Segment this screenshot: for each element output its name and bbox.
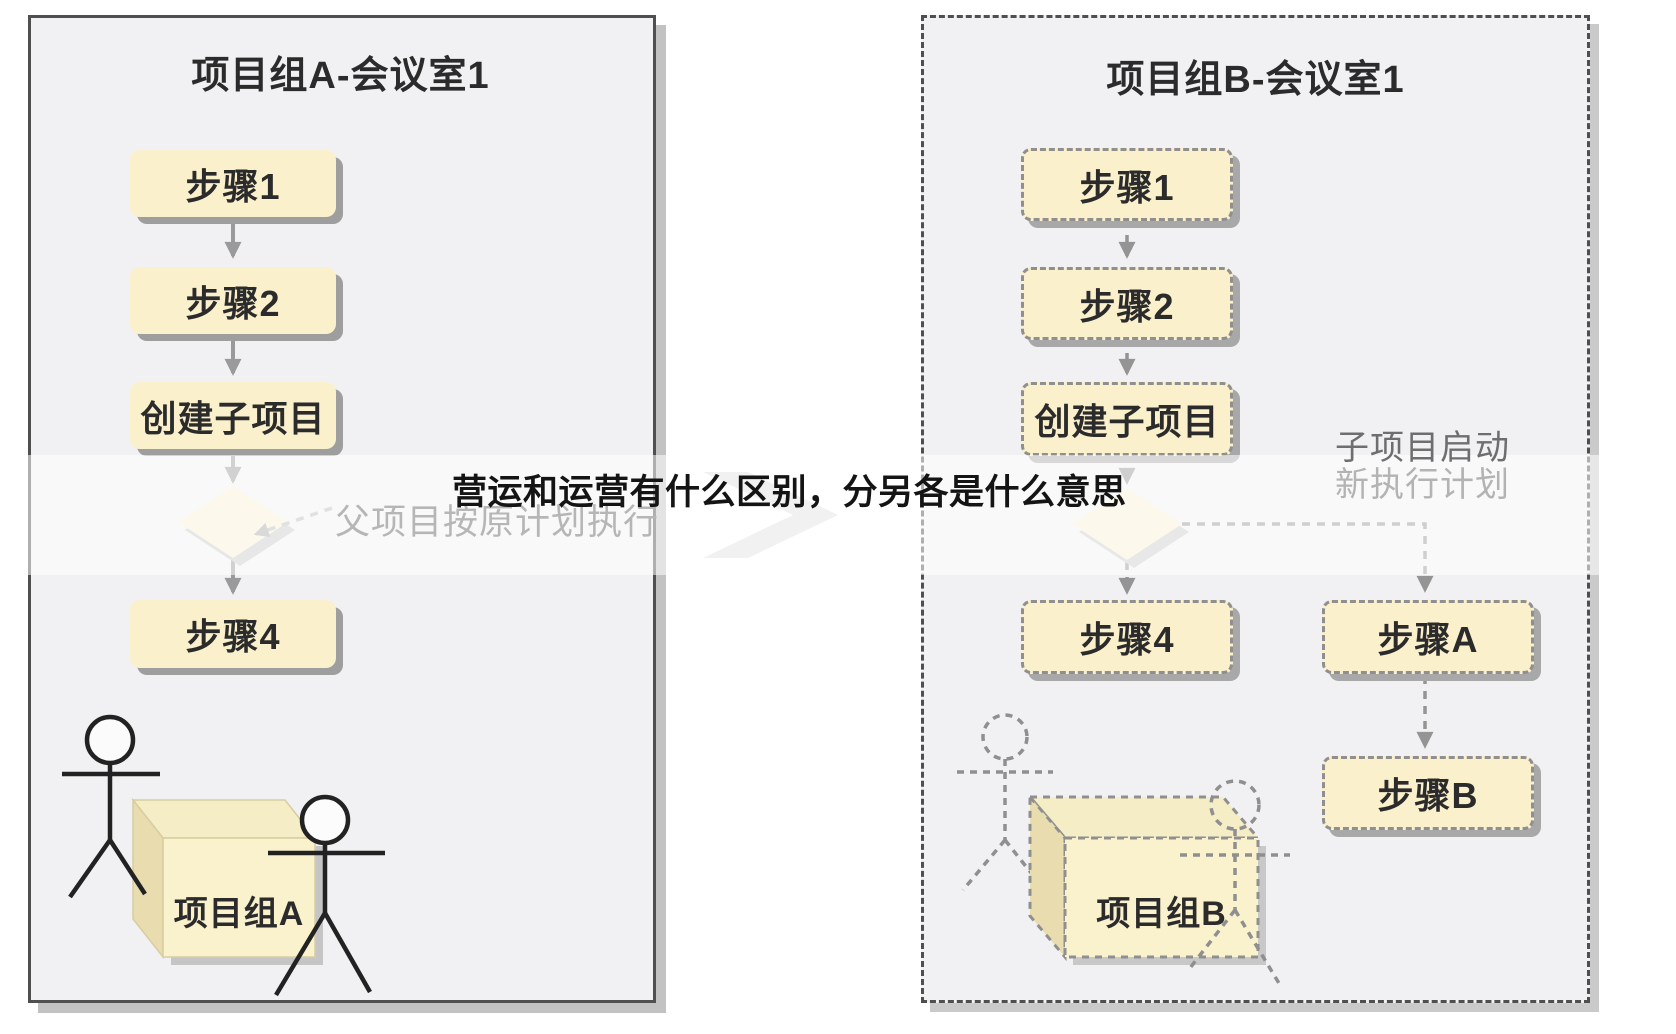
step-box-a-2: 步骤2: [130, 267, 336, 334]
branch-note-line1: 子项目启动: [1335, 429, 1510, 467]
step-box-b-B: 步骤B: [1322, 756, 1534, 830]
step-box-b-A: 步骤A: [1322, 600, 1534, 674]
step-box-b-2: 步骤2: [1021, 267, 1233, 340]
branch-note-b: 子项目启动 新执行计划: [1335, 430, 1510, 504]
branch-note-line2: 新执行计划: [1335, 466, 1510, 504]
panel-b-title: 项目组B-会议室1: [1106, 59, 1405, 101]
step-box-b-4: 步骤4: [1021, 600, 1233, 674]
step-box-a-create-subproject: 创建子项目: [130, 382, 336, 449]
step-box-a-4: 步骤4: [130, 600, 336, 668]
group-cube-a-label: 项目组A: [173, 895, 305, 933]
step-box-b-1: 步骤1: [1021, 148, 1233, 221]
group-cube-b-label: 项目组B: [1096, 895, 1227, 933]
caption-overlay: 营运和运营有什么区别，分另各是什么意思: [452, 473, 1127, 512]
decision-note-a: 父项目按原计划执行: [335, 503, 660, 542]
step-box-b-create-subproject: 创建子项目: [1021, 382, 1233, 456]
panel-a-title: 项目组A-会议室1: [191, 55, 490, 97]
step-box-a-1: 步骤1: [130, 150, 336, 217]
